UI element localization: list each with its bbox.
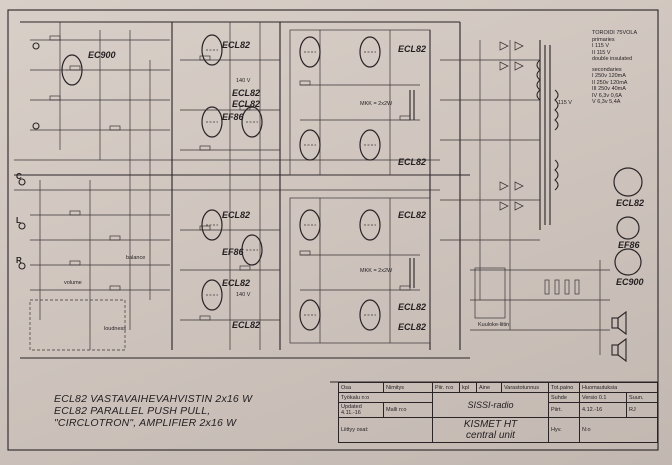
transformer-secondary-4: IV 6,3v 0,6A — [592, 92, 622, 99]
tube-label-ecl82-b: ECL82 — [232, 88, 261, 98]
tb-kismet: KISMET HT central unit — [432, 417, 549, 443]
balance-label: balance — [126, 255, 146, 261]
transformer-primary-1: I 115 V — [592, 43, 610, 49]
headphone-jack-label: Kuuloke-liitin — [478, 322, 510, 328]
tb-updated: Updated 4.11.-16 — [338, 402, 384, 418]
transformer-primary-3: double insulated — [592, 56, 633, 62]
tube-label-ef86-a: EF86 — [222, 112, 244, 122]
tb-tyokalu: Työkalu n:o — [338, 392, 433, 403]
tb-piirt: Piirt. — [548, 402, 580, 418]
voltage-label-140-bottom: 140 V — [236, 292, 251, 298]
volume-label: volume — [64, 280, 82, 286]
caption-line-1: ECL82 VASTAVAIHEVAHVISTIN 2x16 W — [54, 393, 253, 405]
transformer-secondary-head: secondaries — [592, 66, 622, 73]
transformer-secondary-1: I 250v 120mA — [592, 73, 626, 79]
tb-kismet-ht: KISMET HT — [463, 419, 518, 430]
tb-aine: Aine — [476, 382, 502, 393]
tube-label-ec900: EC900 — [88, 50, 116, 60]
caption-line-3: "CIRCLOTRON", AMPLIFIER 2x16 W — [54, 417, 237, 429]
tube-label-ef86-side: EF86 — [618, 240, 640, 250]
tb-malli: Malli n:o — [383, 402, 433, 418]
tube-label-ecl82-h: ECL82 — [222, 278, 251, 288]
input-label-l: L — [16, 216, 21, 225]
voltage-label-115: 115 V — [558, 100, 572, 106]
caption-line-2: ECL82 PARALLEL PUSH PULL, — [54, 405, 211, 417]
tube-label-ecl82-e: ECL82 — [398, 157, 427, 167]
tb-piir: Piir. n:o — [432, 382, 460, 393]
transformer-spec-title: TOROIDI 75VOLA — [592, 30, 638, 36]
tb-kpl: kpl — [459, 382, 477, 393]
tb-sissi-radio: SISSI-radio — [432, 392, 549, 418]
tb-suhde: Suhde — [548, 392, 580, 403]
transformer-primary-2: II 115 V — [592, 49, 611, 56]
loudness-label: loudness — [104, 326, 127, 332]
input-label-c: C — [16, 172, 22, 181]
tb-central-unit: central unit — [466, 430, 515, 441]
tb-huomautuksia: Huomautuksia — [579, 382, 658, 393]
tube-label-ecl82-g: ECL82 — [398, 210, 427, 220]
transformer-secondary-2: II 250v 120mA — [592, 79, 628, 86]
transformer-secondary-5: V 6,3v 5,4A — [592, 99, 621, 105]
mkk-label-bottom: MKK = 2x2W — [360, 268, 393, 274]
tb-varastotunnus: Varastotunnus — [501, 382, 549, 393]
input-label-r: R — [16, 256, 22, 265]
tube-label-ecl82-c: ECL82 — [232, 99, 261, 109]
transformer-primary-head: primaries — [592, 36, 615, 43]
tb-versio: Versio 0.1 — [578, 392, 628, 403]
title-block: Osa Nimitys Piir. n:o kpl Aine Varastotu… — [338, 382, 658, 443]
tube-label-ecl82-f: ECL82 — [222, 210, 251, 220]
tb-nimitys: Nimitys — [383, 382, 433, 393]
tube-label-ecl82-side: ECL82 — [616, 198, 645, 208]
tube-label-ecl82-d: ECL82 — [398, 44, 427, 54]
tb-hyv: Hyv. — [548, 417, 580, 443]
tb-tot-paino: Tot.paino — [548, 382, 580, 393]
tube-label-ef86-b: EF86 — [222, 247, 244, 257]
mkk-label-top: MKK = 2x2W — [360, 101, 393, 107]
tube-label-ecl82-a: ECL82 — [222, 40, 251, 50]
tb-piirt-sign: RJ — [626, 402, 658, 418]
tb-liittyy: Liittyy osat: — [338, 417, 433, 443]
sheet-border — [7, 9, 659, 451]
tb-piirt-date: 4.12.-16 — [578, 402, 628, 418]
tb-osa: Osa — [338, 382, 384, 393]
tube-label-ecl82-i: ECL82 — [398, 302, 427, 312]
transformer-secondary-3: III 250v 40mA — [592, 86, 626, 92]
tube-label-ecl82-k: ECL82 — [232, 320, 261, 330]
tube-label-ecl82-j: ECL82 — [398, 322, 427, 332]
tb-no: N:o — [579, 417, 658, 443]
tb-suun: Suun. — [626, 392, 658, 403]
tube-label-ec900-side: EC900 — [616, 277, 644, 287]
transformer-spec: TOROIDI 75VOLA primaries I 115 V II 115 … — [592, 30, 637, 106]
voltage-label-140-top: 140 V — [236, 78, 251, 84]
